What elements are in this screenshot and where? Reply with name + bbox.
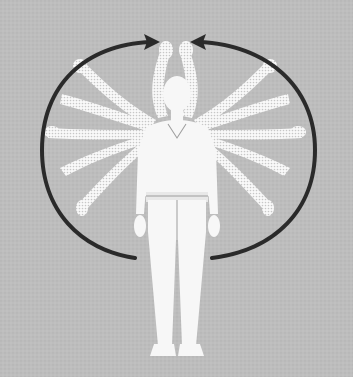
exercise-illustration <box>0 0 353 377</box>
illustration-canvas <box>0 0 353 377</box>
